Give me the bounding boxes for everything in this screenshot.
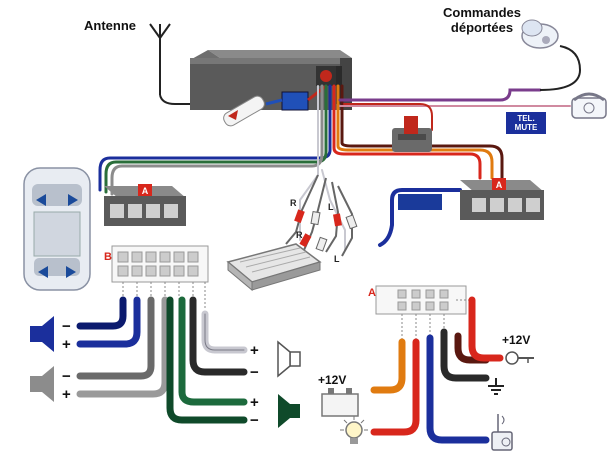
light-bulb-icon [340, 416, 368, 444]
connector-b-housing: A [104, 184, 186, 226]
ignition-key-icon [505, 351, 534, 365]
remote-control-label: Commandes déportées [432, 5, 532, 35]
power-antenna-motor-icon [491, 414, 513, 451]
plus-label: + [62, 386, 71, 403]
speaker-front-left-icon [30, 316, 54, 352]
rca-labels: R L R L [290, 198, 340, 264]
minus-label: − [250, 412, 259, 429]
antenna-label: Antenne [84, 18, 136, 33]
speaker-rear-right-icon [278, 394, 300, 428]
connector-left-letter: A [142, 186, 149, 196]
remote-control-label-line2: déportées [450, 20, 514, 35]
plus-12v-label-left: +12V [318, 373, 346, 387]
remote-control-label-line1: Commandes [442, 5, 522, 20]
minus-label: − [62, 318, 71, 335]
car-radio-unit [190, 50, 352, 110]
plus-12v-label-right: +12V [502, 333, 530, 347]
rca-label-r-2: R [296, 230, 303, 240]
minus-label: − [250, 364, 259, 381]
left-speaker-wires [76, 296, 169, 398]
minus-label: − [62, 368, 71, 385]
rca-plugs [294, 209, 358, 252]
antenna-icon [149, 23, 192, 105]
tel-mute-tag: TEL. MUTE [506, 112, 546, 134]
remote-control-icon [521, 19, 582, 91]
right-speaker-wires [166, 296, 248, 424]
fuse-plug [223, 84, 327, 127]
plus-label: + [62, 336, 71, 353]
ground-icon [488, 378, 504, 395]
connector-a-housing: A [460, 178, 544, 220]
tel-mute-label-2: MUTE [515, 123, 538, 132]
tel-mute-label-1: TEL. [517, 114, 534, 123]
left-polarity-labels: − + − + [62, 318, 71, 403]
car-top-view-icon [23, 167, 91, 291]
plus-label: + [250, 342, 259, 359]
rca-label-l-1: L [328, 202, 334, 212]
right-polarity-labels: + − + − [250, 342, 259, 429]
connector-a-pinout: A [368, 285, 472, 342]
connector-right-letter: A [496, 180, 503, 190]
relay-box [398, 194, 442, 210]
amplifier-box [226, 243, 322, 292]
plus-label: + [250, 394, 259, 411]
inline-fuse-holder [392, 116, 432, 152]
connector-b-pinout: B [104, 245, 209, 310]
telephone-icon [571, 92, 607, 119]
connector-a-wires [370, 296, 504, 444]
connector-b-letter: B [104, 251, 112, 263]
speaker-front-right-icon [277, 340, 301, 378]
speaker-rear-left-icon [30, 366, 54, 402]
rca-label-l-2: L [334, 254, 340, 264]
connector-a-letter: A [368, 287, 376, 299]
rca-label-r-1: R [290, 198, 297, 208]
battery-icon [321, 388, 359, 417]
